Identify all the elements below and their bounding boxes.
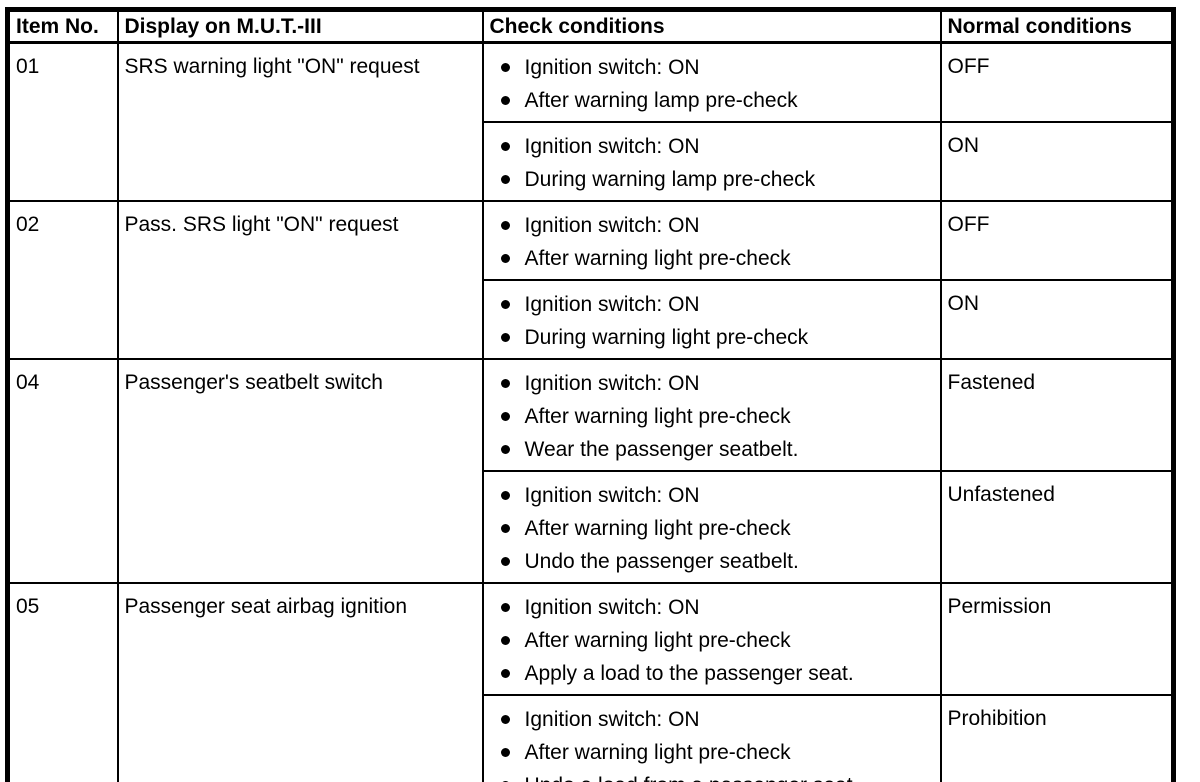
check-conditions-cell: Ignition switch: ON During warning light… bbox=[481, 279, 942, 360]
bullet-icon bbox=[500, 715, 510, 724]
check-condition: After warning light pre-check bbox=[500, 400, 936, 433]
check-condition: After warning lamp pre-check bbox=[500, 84, 936, 117]
check-condition: After warning light pre-check bbox=[500, 624, 936, 657]
display-cell: Pass. SRS light "ON" request bbox=[116, 200, 484, 360]
item-no-cell: 02 bbox=[6, 200, 119, 360]
check-condition: After warning light pre-check bbox=[500, 512, 936, 545]
check-condition: Ignition switch: ON bbox=[500, 130, 936, 163]
check-condition-text: Apply a load to the passenger seat. bbox=[524, 662, 854, 685]
check-condition-text: Wear the passenger seatbelt. bbox=[524, 438, 799, 461]
normal-condition-cell: OFF bbox=[939, 41, 1175, 123]
item-no-cell: 04 bbox=[6, 358, 119, 584]
item-no-cell: 01 bbox=[6, 41, 119, 202]
bullet-icon bbox=[500, 603, 510, 612]
check-condition-text: Undo the passenger seatbelt. bbox=[524, 550, 799, 573]
table-row: 04 Passenger's seatbelt switch Ignition … bbox=[6, 358, 1175, 584]
table-row: 05 Passenger seat airbag ignition Igniti… bbox=[6, 582, 1175, 782]
bullet-icon bbox=[500, 636, 510, 645]
header-normal-conditions: Normal conditions bbox=[939, 8, 1175, 44]
check-condition-text: During warning light pre-check bbox=[524, 326, 809, 349]
check-conditions-cell: Ignition switch: ON After warning light … bbox=[481, 694, 942, 782]
bullet-icon bbox=[500, 300, 510, 309]
check-conditions-cell: Ignition switch: ON After warning light … bbox=[481, 200, 942, 281]
check-condition: Ignition switch: ON bbox=[500, 479, 936, 512]
bullet-icon bbox=[500, 142, 510, 151]
normal-condition-cell: ON bbox=[939, 279, 1175, 360]
check-condition: Ignition switch: ON bbox=[500, 367, 936, 400]
check-condition-text: Ignition switch: ON bbox=[524, 484, 700, 507]
table-row: Ignition switch: ON After warning light … bbox=[8, 694, 1175, 782]
normal-condition-cell: Permission bbox=[939, 582, 1175, 696]
check-condition-text: After warning light pre-check bbox=[524, 741, 791, 764]
header-check-conditions: Check conditions bbox=[481, 8, 942, 44]
check-condition-text: Ignition switch: ON bbox=[524, 56, 700, 79]
check-conditions-cell: Ignition switch: ON During warning lamp … bbox=[481, 121, 942, 202]
check-condition-text: After warning light pre-check bbox=[524, 517, 791, 540]
bullet-icon bbox=[500, 445, 510, 454]
check-condition: Ignition switch: ON bbox=[500, 209, 936, 242]
check-condition-text: After warning light pre-check bbox=[524, 247, 791, 270]
table-row: Ignition switch: ON During warning lamp … bbox=[8, 121, 1175, 202]
check-condition-text: Undo a load from a passenger seat. bbox=[525, 774, 859, 782]
normal-condition-cell: Fastened bbox=[939, 358, 1175, 472]
table-header-row: Item No. Display on M.U.T.-III Check con… bbox=[6, 8, 1175, 44]
check-condition-text: Ignition switch: ON bbox=[524, 372, 700, 395]
check-condition: Wear the passenger seatbelt. bbox=[500, 433, 936, 466]
mut3-data-list-table: Item No. Display on M.U.T.-III Check con… bbox=[5, 7, 1176, 782]
bullet-icon bbox=[500, 63, 510, 72]
check-condition: After warning light pre-check bbox=[500, 736, 936, 769]
check-condition-text: Ignition switch: ON bbox=[524, 293, 700, 316]
item-no-cell: 05 bbox=[6, 582, 119, 782]
bullet-icon bbox=[500, 175, 510, 184]
check-condition: Ignition switch: ON bbox=[500, 703, 936, 736]
check-condition-text: During warning lamp pre-check bbox=[524, 168, 816, 191]
display-cell: Passenger seat airbag ignition bbox=[116, 582, 484, 782]
normal-condition-cell: ON bbox=[939, 121, 1175, 202]
check-condition-text: After warning light pre-check bbox=[524, 405, 791, 428]
check-condition-text: Ignition switch: ON bbox=[524, 596, 700, 619]
check-condition: Ignition switch: ON bbox=[500, 591, 936, 624]
bullet-icon bbox=[500, 748, 510, 757]
bullet-icon bbox=[500, 254, 510, 263]
header-item-no: Item No. bbox=[6, 8, 119, 44]
table-row: Ignition switch: ON After warning light … bbox=[8, 470, 1175, 584]
display-cell: SRS warning light "ON" request bbox=[116, 41, 484, 202]
bullet-icon bbox=[500, 557, 510, 566]
bullet-icon bbox=[500, 96, 510, 105]
table-row: 02 Pass. SRS light "ON" request Ignition… bbox=[6, 200, 1175, 360]
display-cell: Passenger's seatbelt switch bbox=[116, 358, 484, 584]
check-condition: After warning light pre-check bbox=[500, 242, 936, 275]
check-conditions-cell: Ignition switch: ON After warning light … bbox=[481, 358, 942, 472]
bullet-icon bbox=[500, 669, 510, 678]
normal-condition-cell: OFF bbox=[939, 200, 1175, 281]
check-condition-text: Ignition switch: ON bbox=[524, 708, 700, 731]
bullet-icon bbox=[500, 524, 510, 533]
check-condition-text: After warning light pre-check bbox=[524, 629, 791, 652]
bullet-icon bbox=[500, 333, 510, 342]
check-conditions-cell: Ignition switch: ON After warning lamp p… bbox=[481, 41, 942, 123]
check-conditions-cell: Ignition switch: ON After warning light … bbox=[481, 470, 942, 584]
check-condition: During warning light pre-check bbox=[500, 321, 936, 354]
bullet-icon bbox=[500, 491, 510, 500]
check-condition: Apply a load to the passenger seat. bbox=[500, 657, 936, 690]
check-condition-text: Ignition switch: ON bbox=[524, 214, 700, 237]
header-display: Display on M.U.T.-III bbox=[116, 8, 484, 44]
table-row: Ignition switch: ON During warning light… bbox=[8, 279, 1175, 360]
check-condition: Undo a load from a passenger seat. bbox=[500, 769, 936, 782]
check-conditions-cell: Ignition switch: ON After warning light … bbox=[481, 582, 942, 696]
bullet-icon bbox=[500, 379, 510, 388]
table-row: 01 SRS warning light "ON" request Igniti… bbox=[6, 41, 1175, 202]
bullet-icon bbox=[500, 221, 510, 230]
check-condition: Ignition switch: ON bbox=[500, 288, 936, 321]
bullet-icon bbox=[500, 412, 510, 421]
normal-condition-cell: Prohibition bbox=[939, 694, 1175, 782]
check-condition-text: After warning lamp pre-check bbox=[524, 89, 798, 112]
check-condition: Ignition switch: ON bbox=[500, 51, 936, 84]
check-condition: During warning lamp pre-check bbox=[500, 163, 936, 196]
check-condition: Undo the passenger seatbelt. bbox=[500, 545, 936, 578]
check-condition-text: Ignition switch: ON bbox=[524, 135, 700, 158]
normal-condition-cell: Unfastened bbox=[939, 470, 1175, 584]
